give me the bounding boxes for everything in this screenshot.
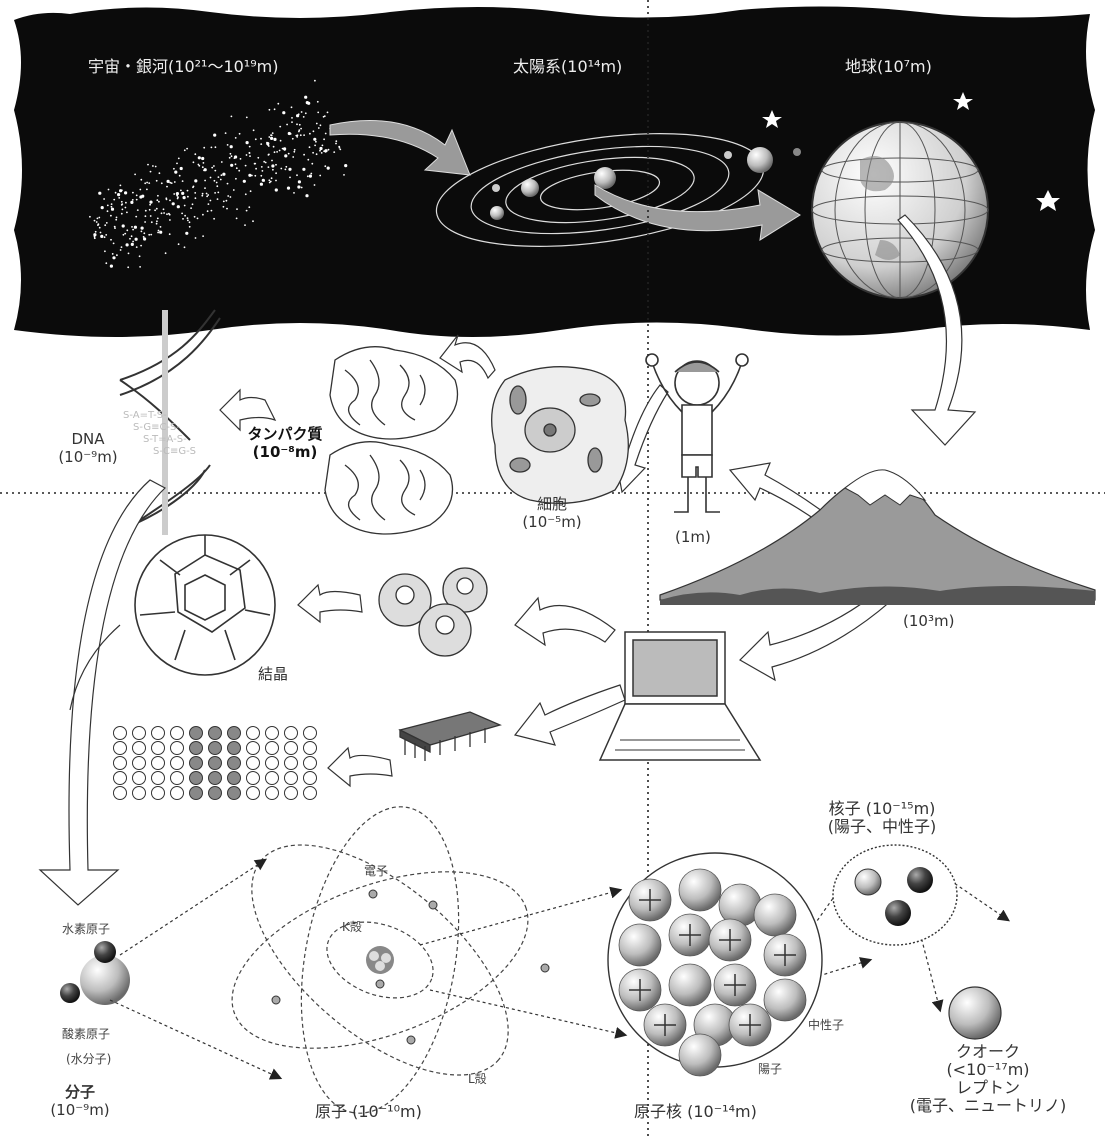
neutron xyxy=(754,894,796,936)
cell-illustration xyxy=(492,367,629,504)
l-shell-label: L殻 xyxy=(468,1070,487,1088)
protein-label: タンパク質(10⁻⁸m) xyxy=(247,425,322,461)
solar-system-label: 太陽系(10¹⁴m) xyxy=(513,58,622,76)
neutron xyxy=(764,979,806,1021)
gears-to-crystal-arrow xyxy=(298,585,362,622)
proton-label: 陽子 xyxy=(758,1060,782,1078)
neutron xyxy=(679,869,721,911)
earth-globe xyxy=(812,122,988,298)
neutron xyxy=(619,924,661,966)
nucleon-boundary xyxy=(833,845,957,945)
cell-label: 細胞(10⁻⁵m) xyxy=(522,495,581,531)
dna-base-pairs: S-A=T-S- S-G≡C-S- S-T=A-S- S-C≡G-S xyxy=(118,410,196,458)
quark-lepton-label: クオーク (<10⁻¹⁷m) レプトン (電子、ニュートリノ) xyxy=(910,1043,1067,1115)
nucleus-label: 原子核 (10⁻¹⁴m) xyxy=(634,1103,757,1121)
ic-chip-illustration xyxy=(400,712,500,761)
human-size-label: (1m) xyxy=(675,528,711,546)
molecule-label: 分子(10⁻⁹m) xyxy=(50,1083,109,1119)
protein-illustration xyxy=(325,347,458,534)
chip-to-grid-arrow xyxy=(328,748,392,786)
laptop-to-gears-arrow xyxy=(515,598,615,645)
crystal-label: 結晶 xyxy=(258,665,288,683)
atom-grid xyxy=(114,727,317,800)
gears-illustration xyxy=(379,568,487,656)
neutron xyxy=(679,1034,721,1076)
protein-to-dna-arrow xyxy=(220,390,275,430)
neutron xyxy=(669,964,711,1006)
human-figure xyxy=(646,354,748,512)
electron-label: 電子 xyxy=(364,862,388,880)
dna-label: DNA(10⁻⁹m) xyxy=(58,430,117,466)
water-molecule xyxy=(60,941,130,1005)
nucleon-label: 核子 (10⁻¹⁵m) (陽子、中性子) xyxy=(828,800,937,836)
fullerene-crystal xyxy=(135,535,275,675)
cell-to-protein-arrow xyxy=(440,335,495,378)
mountain-size-label: (10³m) xyxy=(903,612,954,630)
oxygen-atom-label: 酸素原子 xyxy=(62,1025,110,1043)
quark-ball xyxy=(949,987,1001,1039)
laptop-to-chip-arrow xyxy=(515,685,625,745)
neutron-label: 中性子 xyxy=(808,1016,844,1034)
hydrogen-atom-label: 水素原子 xyxy=(62,920,110,938)
k-shell-label: K殻 xyxy=(342,918,362,936)
water-molecule-label: (水分子) xyxy=(66,1050,111,1068)
galaxy-label: 宇宙・銀河(10²¹〜10¹⁹m) xyxy=(88,58,278,76)
atom-label: 原子 (10⁻¹⁰m) xyxy=(315,1103,422,1121)
mountain-illustration xyxy=(660,470,1095,605)
dna-to-molecule-arrow xyxy=(40,480,165,905)
earth-label: 地球(10⁷m) xyxy=(845,58,932,76)
